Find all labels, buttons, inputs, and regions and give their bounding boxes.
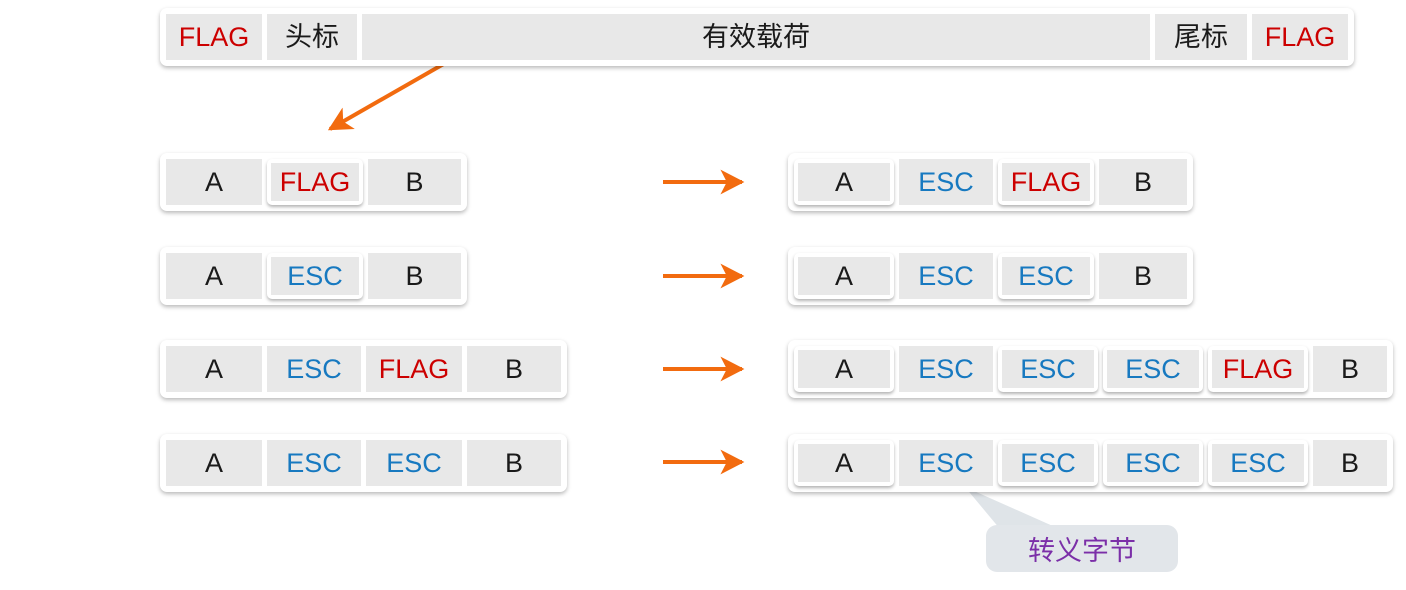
byte-cell-label: FLAG	[271, 163, 359, 201]
byte-cell: B	[467, 440, 561, 486]
byte-cell-label: A	[798, 350, 890, 388]
byte-cell: ESC	[998, 253, 1094, 299]
byte-cell: B	[467, 346, 561, 392]
byte-cell: FLAG	[366, 346, 462, 392]
row-3-after: A ESC ESC ESC FLAG B	[788, 340, 1393, 398]
byte-cell-label: ESC	[271, 257, 359, 295]
byte-cell: ESC	[998, 346, 1098, 392]
byte-cell: FLAG	[1208, 346, 1308, 392]
byte-cell-label: ESC	[1002, 350, 1094, 388]
byte-cell-label: ESC	[1002, 444, 1094, 482]
byte-cell: ESC	[998, 440, 1098, 486]
byte-cell: A	[794, 159, 894, 205]
row-3-before: A ESC FLAG B	[160, 340, 567, 398]
byte-cell-label: ESC	[1107, 350, 1199, 388]
byte-cell-label: A	[798, 444, 890, 482]
row-4-after: A ESC ESC ESC ESC B	[788, 434, 1393, 492]
byte-cell-label: A	[798, 257, 890, 295]
byte-cell-label: FLAG	[1002, 163, 1090, 201]
byte-cell: ESC	[1103, 346, 1203, 392]
row-1-after: A ESC FLAG B	[788, 153, 1193, 211]
byte-cell-label: ESC	[1107, 444, 1199, 482]
byte-cell: ESC	[899, 159, 993, 205]
byte-cell: ESC	[1208, 440, 1308, 486]
byte-cell: B	[368, 253, 461, 299]
byte-cell-label: A	[798, 163, 890, 201]
frame-cell-header: 头标	[267, 14, 357, 60]
frame-cell-flag-end: FLAG	[1252, 14, 1348, 60]
byte-cell: A	[166, 253, 262, 299]
byte-cell: B	[1313, 346, 1387, 392]
byte-cell: ESC	[366, 440, 462, 486]
row-2-after: A ESC ESC B	[788, 247, 1193, 305]
row-1-before: A FLAG B	[160, 153, 467, 211]
frame-cell-trailer: 尾标	[1155, 14, 1247, 60]
byte-cell: ESC	[267, 346, 361, 392]
byte-cell-escape-byte: ESC	[899, 440, 993, 486]
row-2-before: A ESC B	[160, 247, 467, 305]
byte-cell: ESC	[899, 346, 993, 392]
byte-cell: A	[166, 440, 262, 486]
frame-cell-flag-start: FLAG	[166, 14, 262, 60]
byte-cell: B	[1099, 253, 1187, 299]
frame-structure: FLAG 头标 有效载荷 尾标 FLAG	[160, 8, 1354, 66]
byte-cell-label: FLAG	[1212, 350, 1304, 388]
byte-cell: A	[166, 159, 262, 205]
callout-escape-byte: 转义字节	[986, 525, 1178, 572]
callout-label: 转义字节	[1028, 536, 1136, 567]
byte-cell: A	[794, 253, 894, 299]
byte-cell: ESC	[267, 253, 363, 299]
row-4-before: A ESC ESC B	[160, 434, 567, 492]
byte-cell: FLAG	[267, 159, 363, 205]
byte-cell: B	[1099, 159, 1187, 205]
frame-cell-payload: 有效载荷	[362, 14, 1150, 60]
byte-cell: B	[1313, 440, 1387, 486]
byte-cell: ESC	[899, 253, 993, 299]
byte-cell-label: ESC	[1212, 444, 1304, 482]
byte-cell: ESC	[267, 440, 361, 486]
byte-cell: B	[368, 159, 461, 205]
byte-cell: A	[794, 346, 894, 392]
byte-cell: FLAG	[998, 159, 1094, 205]
byte-cell: A	[794, 440, 894, 486]
byte-cell-label: ESC	[1002, 257, 1090, 295]
byte-cell: ESC	[1103, 440, 1203, 486]
byte-cell: A	[166, 346, 262, 392]
